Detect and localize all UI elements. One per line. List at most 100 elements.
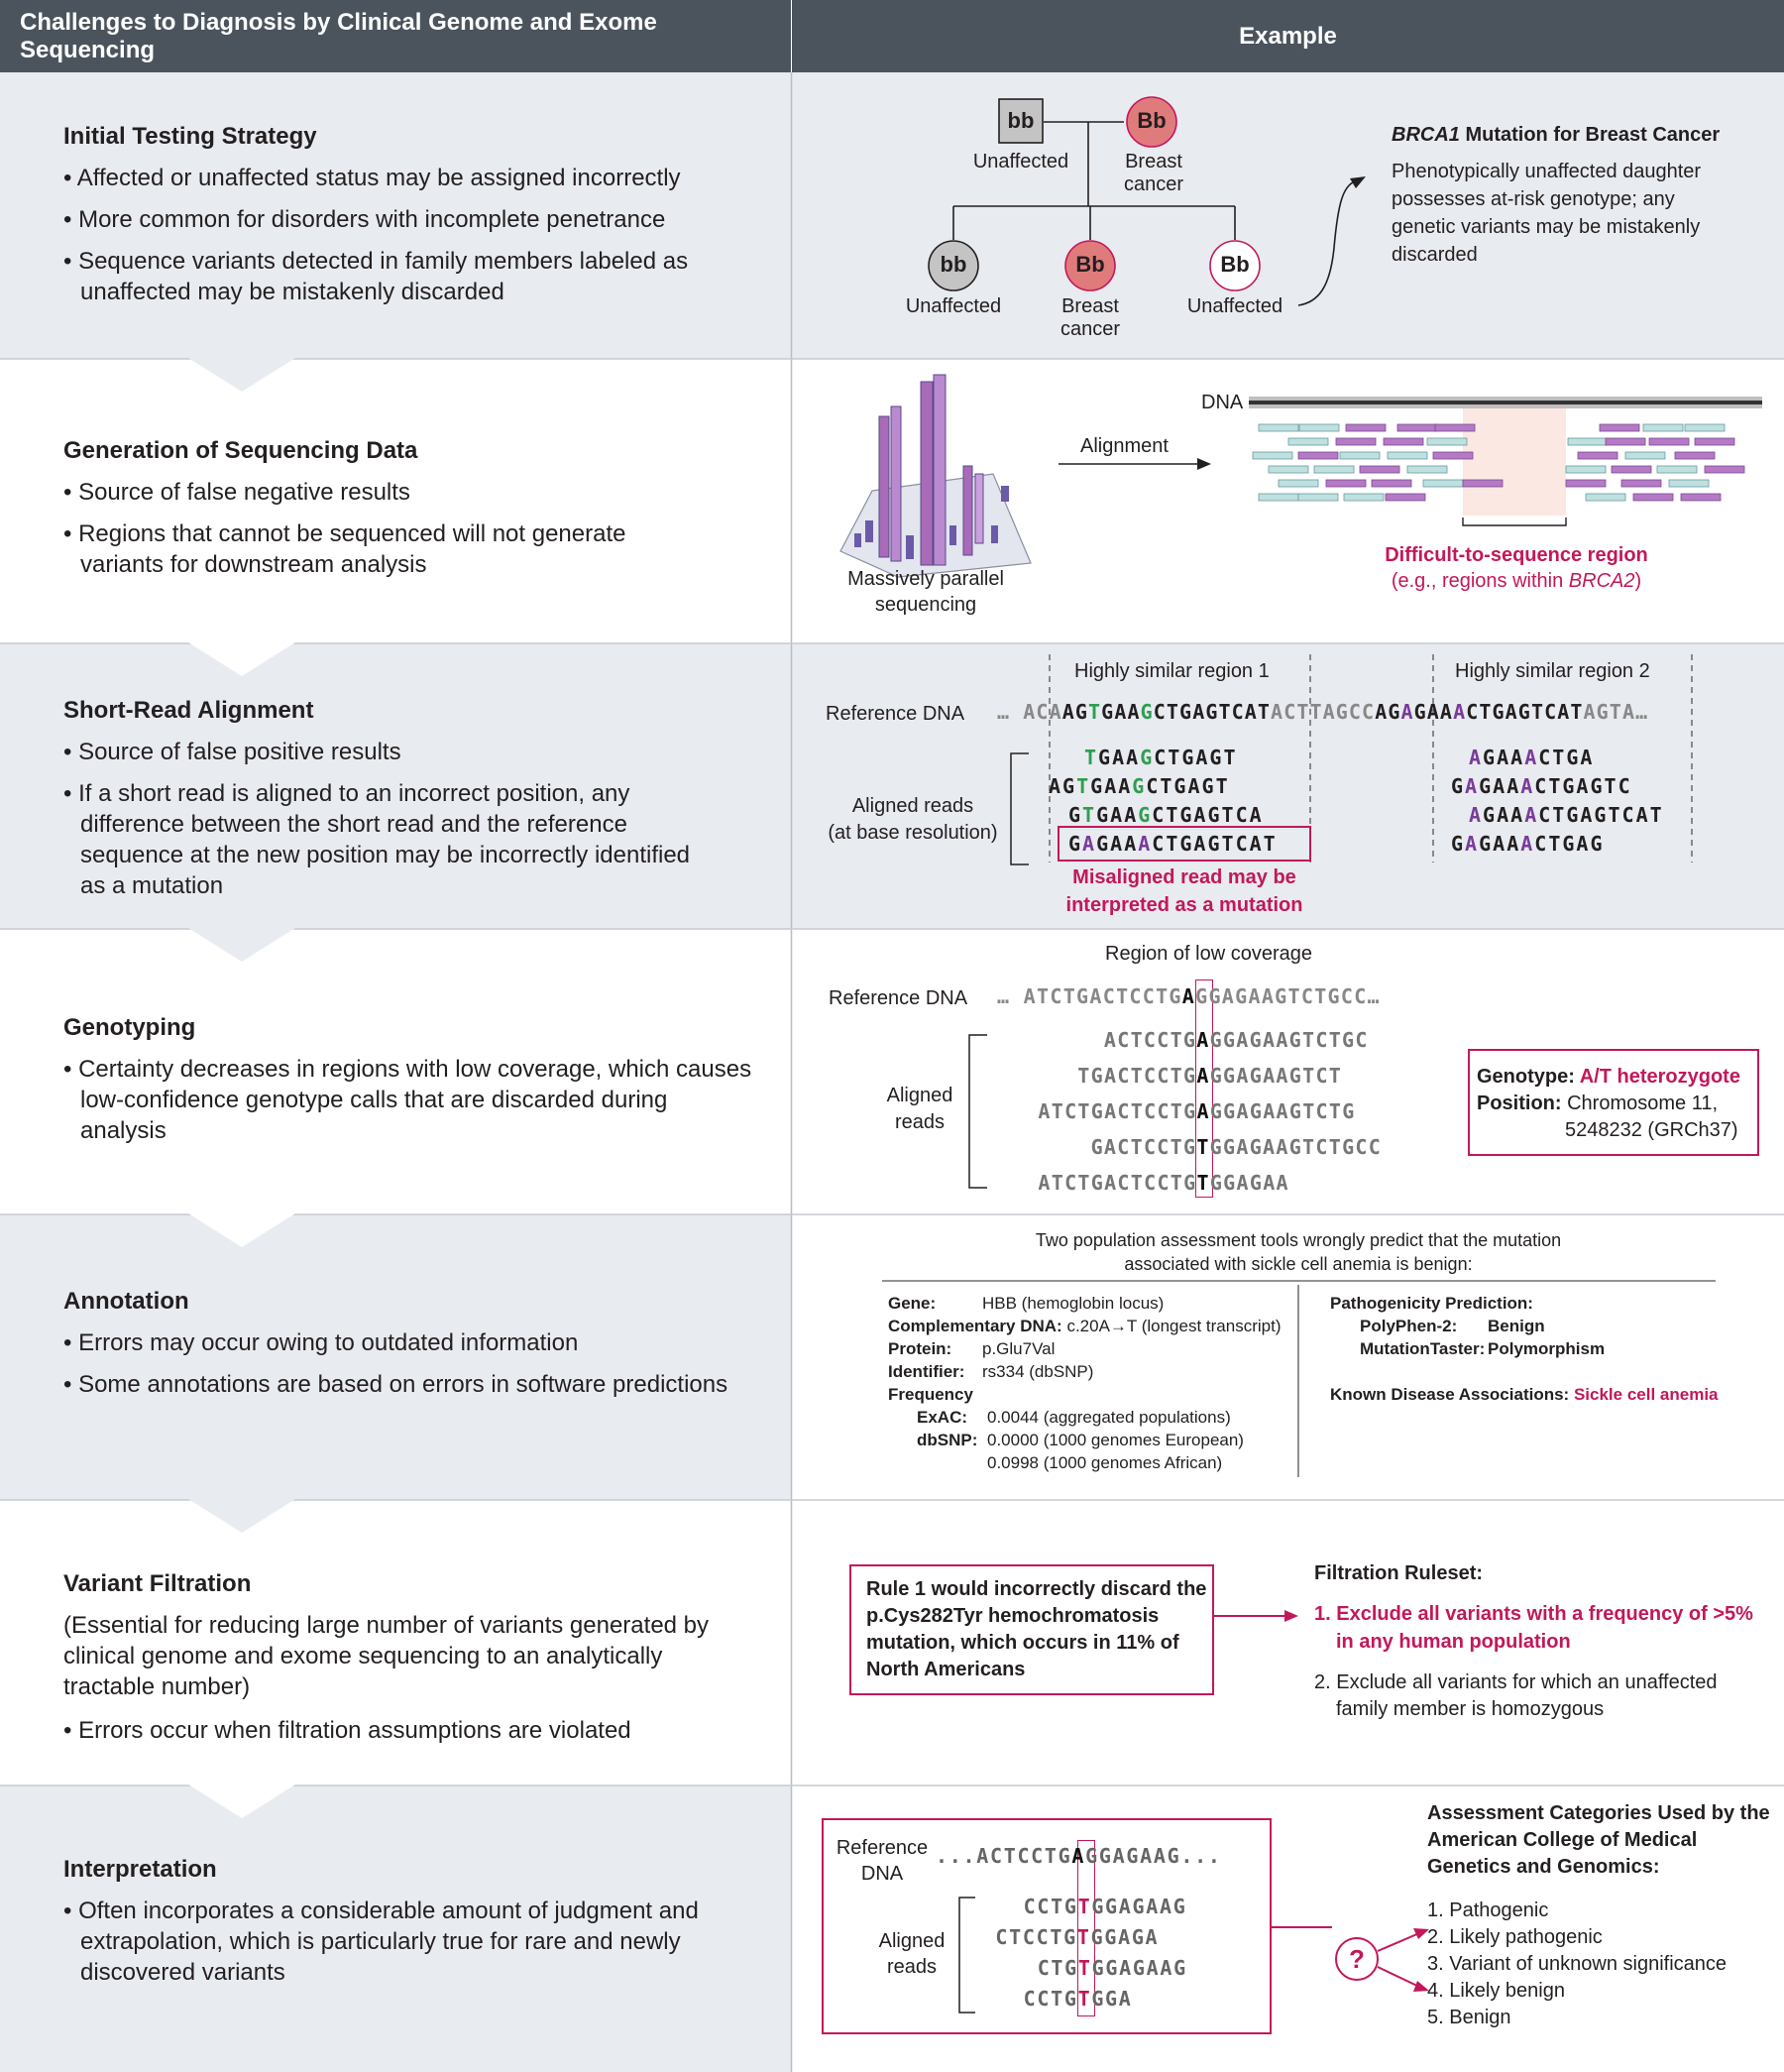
- child2-genotype: Bb: [1075, 252, 1105, 277]
- bullet: • Errors may occur owing to outdated inf…: [63, 1329, 579, 1356]
- aligned-read: GAGAAACTGAGTC: [1451, 774, 1632, 798]
- bullet: • Affected or unaffected status may be a…: [63, 165, 681, 191]
- genotyping-reference-seq: … ATCTGACTCCTGAGGAGAAGTCTGCC…: [997, 984, 1381, 1008]
- left-header: Challenges to Diagnosis by Clinical Geno…: [0, 0, 791, 72]
- categories-title-line: Assessment Categories Used by the: [1427, 1802, 1770, 1824]
- annotation-intro-2: associated with sickle cell anemia is be…: [1124, 1254, 1473, 1274]
- alignment-reference-seq: … ACAAGTGAAGCTGAGTCATACTTAGCCAGAGAAACTGA…: [997, 700, 1649, 724]
- genotyping-aligned-label-2: reads: [894, 1111, 946, 1133]
- genotype-line: Genotype: A/T heterozygote: [1477, 1066, 1740, 1088]
- interp-reference-seq: ...ACTCCTGAGGAGAAG...: [936, 1844, 1222, 1868]
- bullet: • Some annotations are based on errors i…: [63, 1371, 728, 1398]
- bullet: • Often incorporates a considerable amou…: [63, 1898, 699, 1986]
- child2-label-2: cancer: [1059, 318, 1121, 340]
- mother-genotype: Bb: [1137, 108, 1167, 133]
- bullet: • Sequence variants detected in family m…: [63, 248, 689, 305]
- aligned-read: TGAAGCTGAGT: [1084, 746, 1238, 769]
- category-item: 5. Benign: [1427, 2007, 1511, 2028]
- pedigree-note-title: BRCA1 Mutation for Breast Cancer: [1392, 124, 1721, 146]
- alignment-label: Alignment: [1080, 435, 1169, 457]
- rule-box-line: Rule 1 would incorrectly discard the: [866, 1578, 1207, 1600]
- interpretation-read: CCTGTGGAGAAG: [1023, 1895, 1187, 1918]
- dna-label: DNA: [1201, 392, 1244, 413]
- section-title-genotyping: Genotyping: [63, 1014, 196, 1041]
- left-header-title: Challenges to Diagnosis by Clinical Geno…: [20, 8, 657, 63]
- chevron-2: [188, 642, 295, 676]
- child3-genotype: Bb: [1220, 252, 1250, 277]
- region1-label: Highly similar region 1: [1074, 660, 1270, 682]
- categories-title-line: Genetics and Genomics:: [1427, 1856, 1660, 1878]
- annotation-exac-label: ExAC:: [917, 1408, 968, 1427]
- platform-label-1: Massively parallel: [847, 568, 1004, 590]
- category-item: 4. Likely benign: [1427, 1980, 1565, 2002]
- alignment-reference-label: Reference DNA: [826, 703, 965, 725]
- section-title-sequencing: Generation of Sequencing Data: [63, 437, 418, 464]
- aligned-read: GAGAAACTGAGTCAT: [1068, 832, 1278, 856]
- right-header: Example: [792, 0, 1784, 72]
- annotation-identifier-value: rs334 (dbSNP): [982, 1362, 1094, 1381]
- annotation-frequency: Frequency: [888, 1385, 973, 1404]
- bullet: • Certainty decreases in regions with lo…: [63, 1056, 752, 1144]
- father-label: Unaffected: [972, 151, 1069, 173]
- genotyping-read: GACTCCTGTGGAGAAGTCTGCC: [1090, 1135, 1383, 1159]
- bullet: • Regions that cannot be sequenced will …: [63, 520, 626, 578]
- bullet: • Source of false negative results: [63, 479, 410, 506]
- bullet: • Errors occur when filtration assumptio…: [63, 1717, 631, 1744]
- category-item: 1. Pathogenic: [1427, 1899, 1549, 1921]
- right-band-initial-testing: [792, 72, 1784, 359]
- polyphen-label: PolyPhen-2:: [1360, 1317, 1458, 1335]
- child1-label: Unaffected: [905, 295, 1002, 317]
- ruleset-title: Filtration Ruleset:: [1314, 1562, 1484, 1584]
- genotyping-read: ATCTGACTCCTGAGGAGAAGTCTG: [1038, 1099, 1356, 1123]
- interpretation-box: [822, 1818, 1272, 2034]
- pedigree-note-line: possesses at-risk genotype; any: [1392, 188, 1675, 210]
- child3-label: Unaffected: [1186, 295, 1283, 317]
- question-mark: ?: [1349, 1944, 1365, 1974]
- pathogenicity-label: Pathogenicity Prediction:: [1330, 1294, 1533, 1313]
- band-interpretation: [0, 1785, 791, 2072]
- genotyping-read: ACTCCTGAGGAGAAGTCTGC: [1103, 1028, 1369, 1052]
- mother-label-2: cancer: [1123, 173, 1184, 195]
- interp-aligned-label-2: reads: [886, 1956, 938, 1978]
- annotation-exac-value: 0.0044 (aggregated populations): [987, 1408, 1231, 1427]
- band-genotyping: [0, 929, 791, 1214]
- rule-box-line: North Americans: [866, 1659, 1026, 1680]
- aligned-reads-label-2: (at base resolution): [828, 822, 998, 844]
- bullet: • More common for disorders with incompl…: [63, 206, 666, 233]
- father-genotype: bb: [1007, 108, 1035, 133]
- chevron-4: [188, 1213, 295, 1247]
- annotation-gene: Gene:: [888, 1294, 937, 1313]
- mutationtaster-value: Polymorphism: [1488, 1339, 1606, 1358]
- chevron-5: [188, 1499, 295, 1533]
- interp-reference-label-2: DNA: [860, 1863, 904, 1885]
- section-title-interpretation: Interpretation: [63, 1856, 217, 1883]
- chevron-1: [188, 358, 295, 392]
- band-filtration: [0, 1500, 791, 1785]
- disease-association: Known Disease Associations: Sickle cell …: [1330, 1385, 1719, 1404]
- position-line: Position: Chromosome 11,: [1477, 1093, 1719, 1114]
- category-item: 3. Variant of unknown significance: [1427, 1953, 1728, 1975]
- platform-label-2: sequencing: [874, 594, 977, 616]
- bullet: • If a short read is aligned to an incor…: [63, 780, 691, 899]
- aligned-read: GTGAAGCTGAGTCA: [1068, 803, 1264, 827]
- polyphen-value: Benign: [1488, 1317, 1545, 1335]
- annotation-identifier: Identifier:: [888, 1362, 965, 1381]
- right-header-title: Example: [1239, 22, 1337, 50]
- section-title-short-read: Short-Read Alignment: [63, 697, 314, 724]
- bullet: • Source of false positive results: [63, 739, 401, 765]
- section-title-initial: Initial Testing Strategy: [63, 123, 317, 150]
- genotype-callout: [1468, 1049, 1759, 1156]
- rule-violation-box: [849, 1564, 1214, 1695]
- difficult-region-label: Difficult-to-sequence region: [1385, 544, 1648, 566]
- aligned-read: AGAAACTGA: [1469, 746, 1595, 769]
- rule-1-line-1: 1. Exclude all variants with a frequency…: [1314, 1603, 1753, 1625]
- right-band-short-read: [792, 643, 1784, 929]
- child2-label-1: Breast: [1061, 295, 1119, 317]
- child1-genotype: bb: [940, 252, 967, 277]
- aligned-reads-label-1: Aligned reads: [851, 795, 974, 817]
- interpretation-read: CTGTGGAGAAG: [1037, 1956, 1187, 1980]
- mother-label-1: Breast: [1125, 151, 1182, 173]
- section-title-annotation: Annotation: [63, 1288, 189, 1315]
- variant-column-box: [1195, 979, 1213, 1198]
